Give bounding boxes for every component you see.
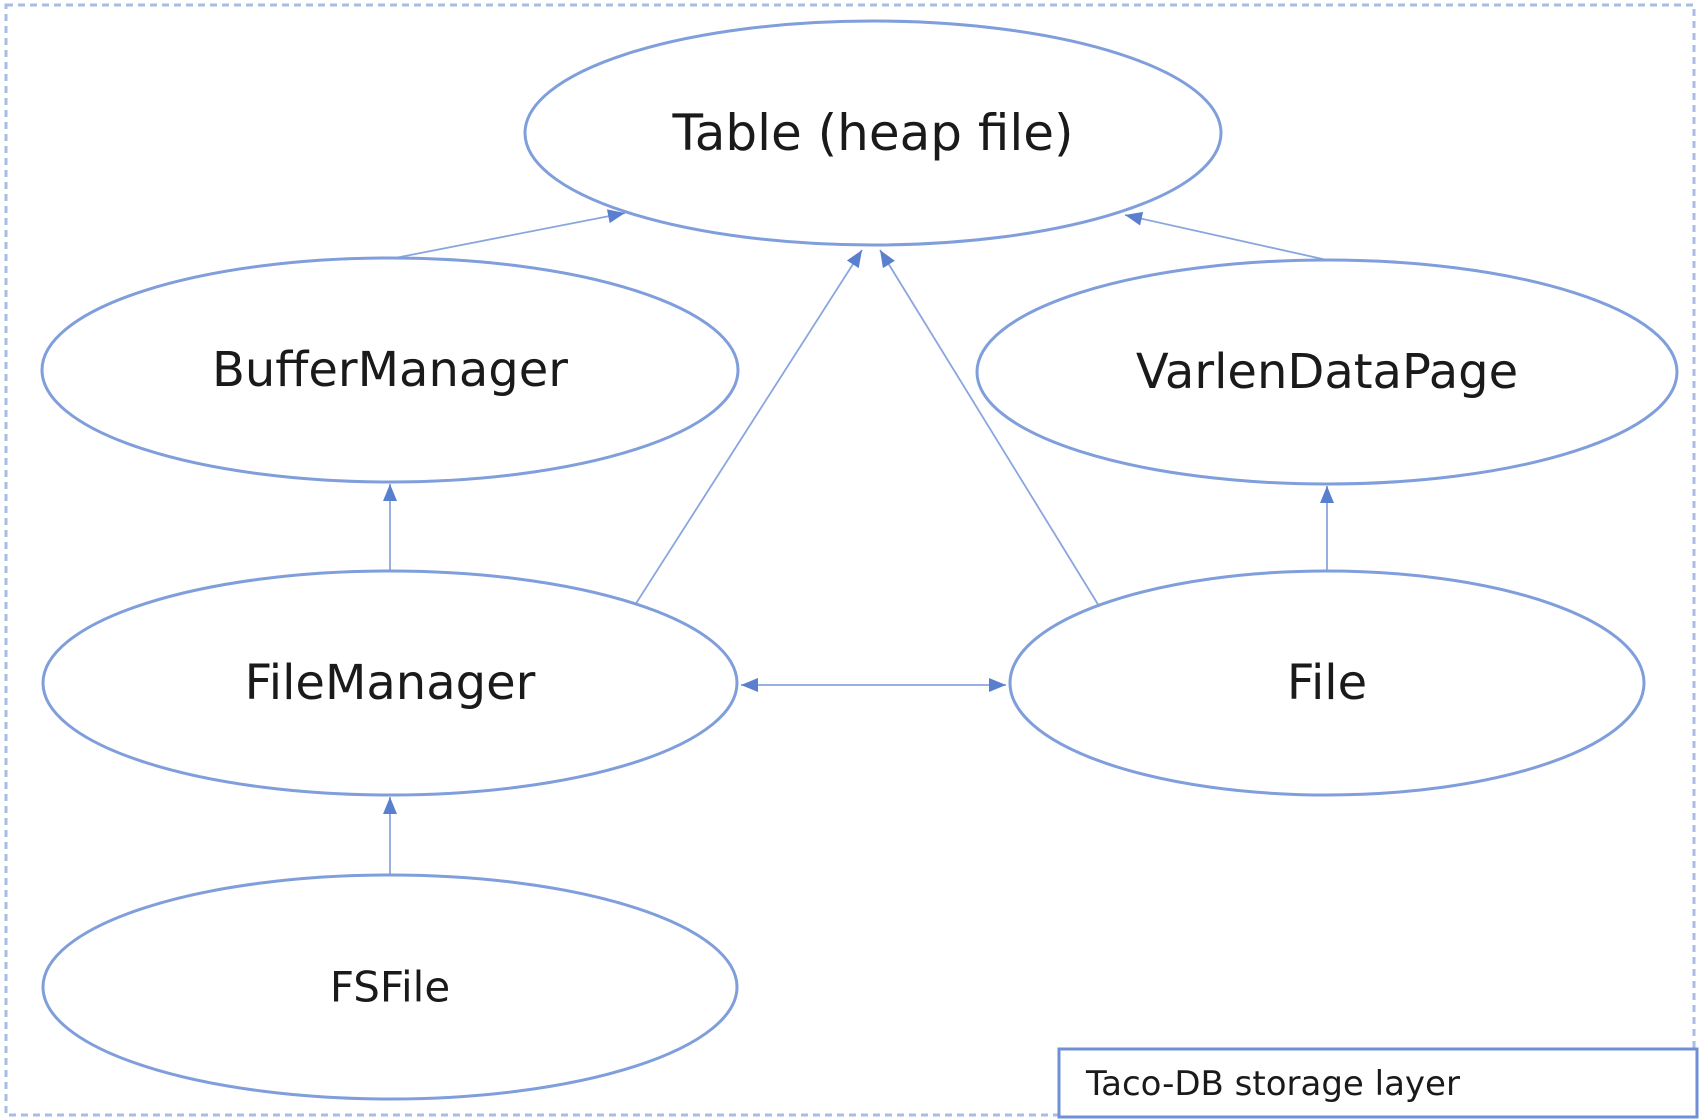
node-ellipse [41,873,739,1101]
diagram-frame [4,3,1696,1117]
node-buffermanager: BufferManager [40,256,740,484]
node-label: BufferManager [212,342,568,398]
arrow-head [383,484,397,501]
arrow-head [880,250,895,269]
legend-label: Taco-DB storage layer [1085,1064,1460,1104]
arrow-head [846,250,862,269]
edge-fsfile-to-filemanager [383,797,397,875]
arrow-head [741,678,758,692]
node-table: Table (heap file) [523,19,1223,247]
arrow-head [989,678,1006,692]
node-label: Table (heap file) [671,104,1073,162]
node-label: FileManager [245,655,536,711]
edge-filemanager-to-table [634,249,863,606]
edges-layer [383,209,1334,875]
edge-line [879,249,1100,607]
node-ellipse [975,258,1679,486]
edge-filemanager-to-buffermanager [383,484,397,571]
node-fsfile: FSFile [41,873,739,1101]
arrow-head [1125,211,1144,226]
node-label: FSFile [330,963,450,1012]
arrow-head [606,209,625,224]
node-label: VarlenDataPage [1136,344,1518,400]
edge-line [394,212,626,259]
node-ellipse [523,19,1223,247]
edge-filemanager-to-file [741,678,1006,692]
edge-varlendatapage-to-table [1124,211,1328,261]
node-varlendatapage: VarlenDataPage [975,258,1679,486]
node-ellipse [1008,569,1646,797]
arrow-head [1320,486,1334,503]
node-filemanager: FileManager [41,569,739,797]
nodes-layer: Table (heap file) BufferManager VarlenData… [40,19,1679,1101]
edge-file-to-varlendatapage [1320,486,1334,571]
arrow-head [383,797,397,814]
edge-line [1124,214,1328,261]
node-file: File [1008,569,1646,797]
legend-box: Taco-DB storage layer [1057,1047,1699,1119]
node-label: File [1287,655,1367,711]
edge-line [634,249,863,606]
edge-buffermanager-to-table [394,209,626,259]
edge-file-to-table [879,249,1100,607]
node-ellipse [40,256,740,484]
node-ellipse [41,569,739,797]
